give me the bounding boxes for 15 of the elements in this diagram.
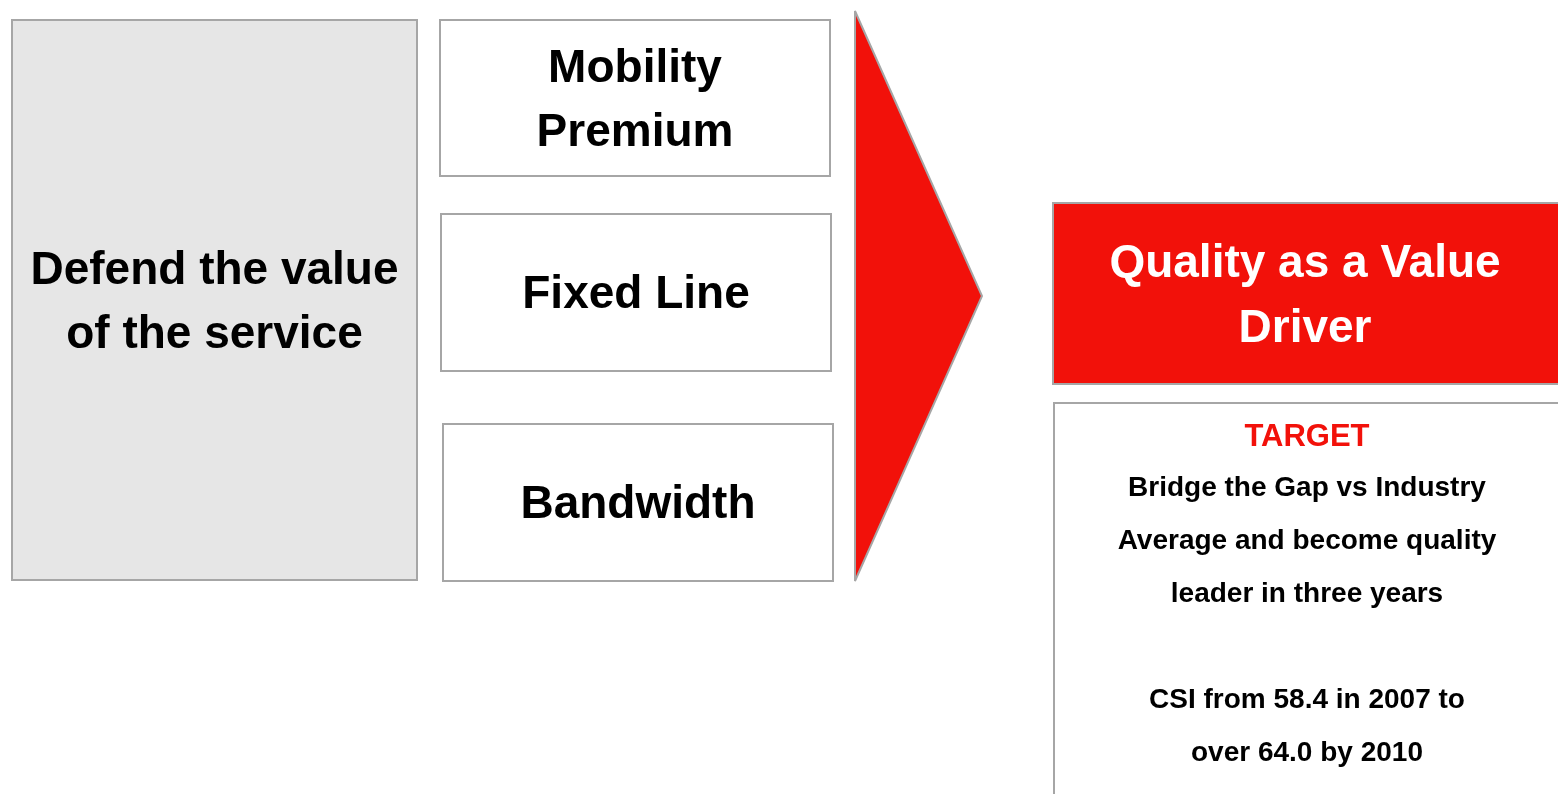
highlight-box <box>1052 202 1558 385</box>
chevron-arrow <box>854 10 984 582</box>
box-label: Mobility Premium <box>535 38 735 158</box>
process-box <box>442 423 834 582</box>
body-text: CSI from 58.4 in 2007 to over 64.0 by 2010 <box>1148 682 1466 769</box>
box-label: Bandwidth <box>519 475 757 531</box>
box-label: Defend the value of the service <box>29 240 400 360</box>
process-box <box>440 213 832 372</box>
body-text: Bridge the Gap vs Industry Average and become quality leader in three years <box>1116 470 1498 610</box>
box-label: Fixed Line <box>521 265 751 321</box>
box-label: Quality as a Value Driver <box>1108 234 1502 354</box>
process-box <box>439 19 831 177</box>
process-box <box>11 19 418 581</box>
heading-text: TARGET <box>1244 418 1370 454</box>
text-panel <box>1053 402 1558 794</box>
